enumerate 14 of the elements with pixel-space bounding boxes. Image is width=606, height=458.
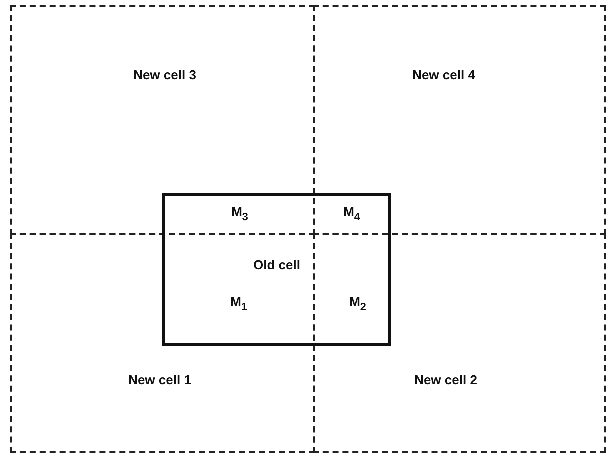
cell-label: New cell 2	[414, 372, 478, 388]
new-cell-region	[10, 233, 315, 453]
new-cell-region	[313, 5, 606, 235]
cell-label: Old cell	[254, 258, 300, 272]
old-cell-box	[162, 193, 391, 346]
moment-label: M$_{2}$	[350, 294, 366, 314]
cell-label: New cell 4	[412, 68, 476, 82]
cell-label: New cell 3	[134, 68, 196, 82]
cell-label: New cell 1	[128, 372, 192, 388]
new-cell-region	[313, 233, 606, 453]
moment-label: M$_{3}$	[232, 204, 248, 224]
moment-label: M$_{1}$	[230, 294, 248, 314]
moment-label: M$_{4}$	[344, 204, 360, 224]
new-cell-region	[10, 5, 315, 235]
